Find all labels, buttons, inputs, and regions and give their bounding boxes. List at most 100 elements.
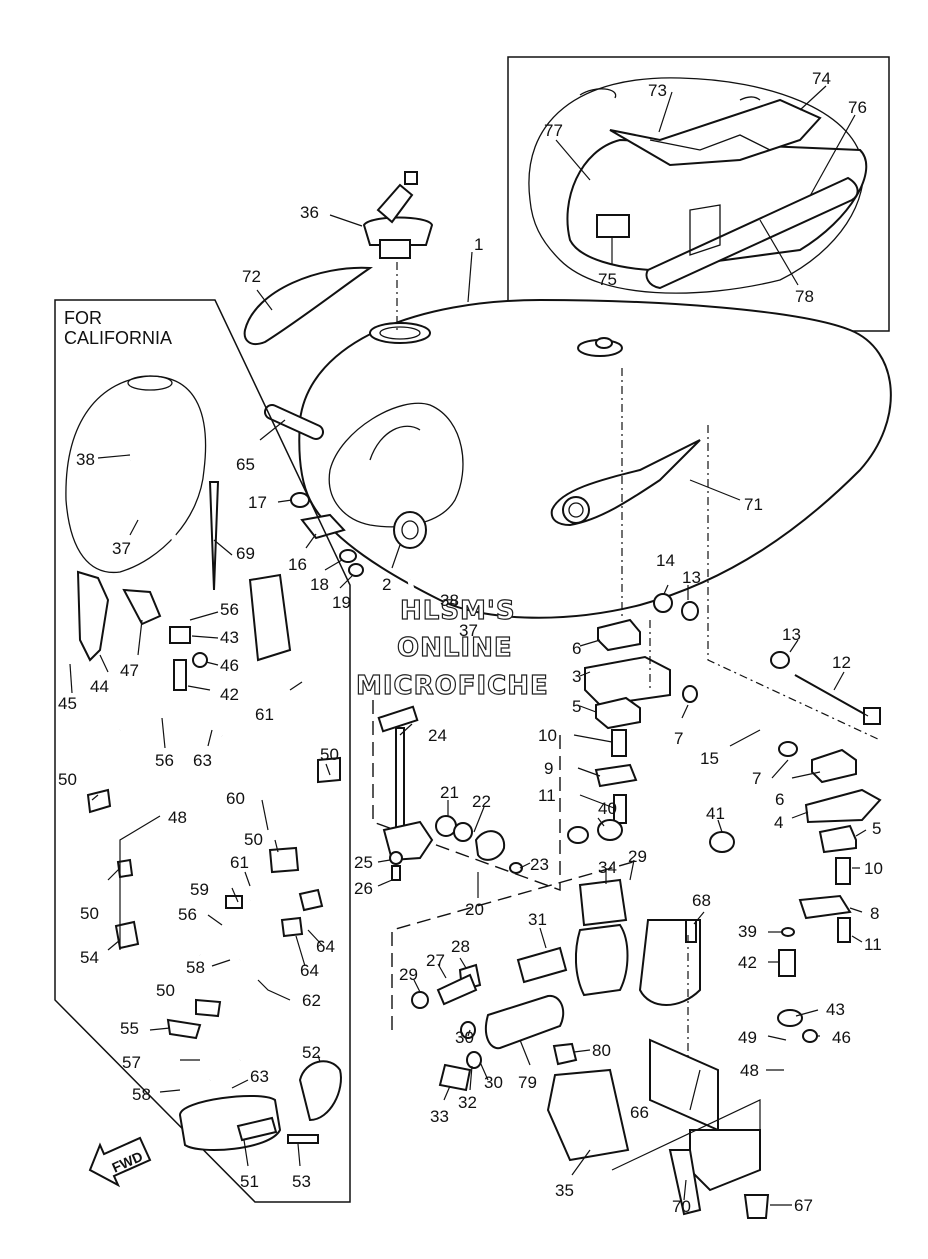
callout-label: 75 [598, 270, 617, 289]
callout-label: 48 [740, 1061, 759, 1080]
fuel-tank [298, 298, 892, 619]
callout-label: 59 [190, 880, 209, 899]
callout-label: 26 [354, 879, 373, 898]
callout-label: 63 [193, 751, 212, 770]
callout-label: 6 [572, 639, 581, 658]
callout-label: 40 [598, 799, 617, 818]
callout-label: 23 [530, 855, 549, 874]
callout-label: 46 [220, 656, 239, 675]
callout-label: 12 [832, 653, 851, 672]
leader-lines [69, 214, 867, 1206]
callout-label: 55 [120, 1019, 139, 1038]
callout-label: 78 [795, 287, 814, 306]
watermark-line2: ONLINE [397, 633, 513, 663]
callout-label: 61 [230, 853, 249, 872]
callout-label: 18 [310, 575, 329, 594]
callout-label: 31 [528, 910, 547, 929]
callout-label: 27 [426, 951, 445, 970]
callout-label: 56 [178, 905, 197, 924]
callout-label: 47 [120, 661, 139, 680]
callout-label: 72 [242, 267, 261, 286]
callout-label: 10 [538, 726, 557, 745]
callout-label: 79 [518, 1073, 537, 1092]
callout-label: 20 [465, 900, 484, 919]
callout-label: 38 [440, 591, 459, 610]
callout-label: 5 [572, 697, 581, 716]
callout-label: 67 [794, 1196, 813, 1215]
callout-label: 5 [872, 819, 881, 838]
callout-label: 3 [572, 667, 581, 686]
callout-label: 50 [58, 770, 77, 789]
callout-label: 68 [692, 891, 711, 910]
through-bolt [794, 674, 869, 717]
california-title-line2: CALIFORNIA [64, 328, 172, 348]
fwd-arrow: FWD [88, 1136, 152, 1188]
callout-label: 52 [302, 1043, 321, 1062]
callout-label: 50 [80, 904, 99, 923]
callout-labels: 73 74 77 76 75 78 36 1 72 65 71 17 16 18… [58, 69, 883, 1216]
callout-label: 61 [255, 705, 274, 724]
callout-label: 76 [848, 98, 867, 117]
callout-label: 11 [864, 935, 882, 954]
callout-label: 46 [832, 1028, 851, 1047]
fuel-cock-assembly [372, 700, 561, 891]
callout-label: 38 [76, 450, 95, 469]
callout-label: 49 [738, 1028, 757, 1047]
callout-label: 50 [156, 981, 175, 1000]
callout-label: 41 [706, 804, 725, 823]
callout-label: 50 [244, 830, 263, 849]
callout-label: 9 [544, 759, 553, 778]
callout-label: 48 [168, 808, 187, 827]
callout-label: 56 [220, 600, 239, 619]
watermark: HLSM'S ONLINE MICROFICHE [355, 595, 549, 701]
california-title-line1: FOR [64, 308, 102, 328]
callout-label: 17 [248, 493, 267, 512]
callout-label: 45 [58, 694, 77, 713]
callout-label: 19 [332, 593, 351, 612]
callout-label: 73 [648, 81, 667, 100]
fuel-cap [362, 171, 434, 259]
callout-label: 32 [458, 1093, 477, 1112]
fuel-pump-assembly [391, 859, 770, 1219]
callout-label: 64 [300, 961, 319, 980]
callout-label: 29 [628, 847, 647, 866]
vent-hose [264, 404, 324, 440]
watermark-line1: HLSM'S [400, 596, 516, 626]
right-small-parts [777, 927, 818, 1160]
callout-label: 50 [320, 745, 339, 764]
callout-label: 28 [451, 937, 470, 956]
callout-label: 4 [774, 813, 783, 832]
callout-label: 42 [738, 953, 757, 972]
callout-label: 35 [555, 1181, 574, 1200]
callout-label: 70 [672, 1197, 691, 1216]
alignment-lines [396, 262, 881, 1060]
callout-label: 57 [122, 1053, 141, 1072]
callout-label: 37 [112, 539, 131, 558]
callout-label: 25 [354, 853, 373, 872]
callout-label: 7 [674, 729, 683, 748]
callout-label: 1 [474, 235, 483, 254]
callout-label: 37 [459, 621, 478, 640]
fuel-hoses-main [407, 579, 787, 920]
tank-underside-inset [507, 56, 890, 332]
callout-label: 13 [682, 568, 701, 587]
callout-label: 30 [455, 1028, 474, 1047]
california-section: FOR CALIFORNIA [54, 299, 351, 1203]
callout-label: 69 [236, 544, 255, 563]
callout-label: 42 [220, 685, 239, 704]
watermark-line3: MICROFICHE [356, 671, 549, 701]
callout-label: 34 [598, 858, 617, 877]
callout-label: 33 [430, 1107, 449, 1126]
callout-label: 66 [630, 1103, 649, 1122]
callout-label: 14 [656, 551, 675, 570]
callout-label: 44 [90, 677, 109, 696]
callout-label: 11 [538, 786, 556, 805]
callout-label: 65 [236, 455, 255, 474]
callout-label: 62 [302, 991, 321, 1010]
callout-label: 8 [870, 904, 879, 923]
callout-label: 53 [292, 1172, 311, 1191]
callout-label: 30 [484, 1073, 503, 1092]
callout-label: 60 [226, 789, 245, 808]
callout-label: 43 [220, 628, 239, 647]
